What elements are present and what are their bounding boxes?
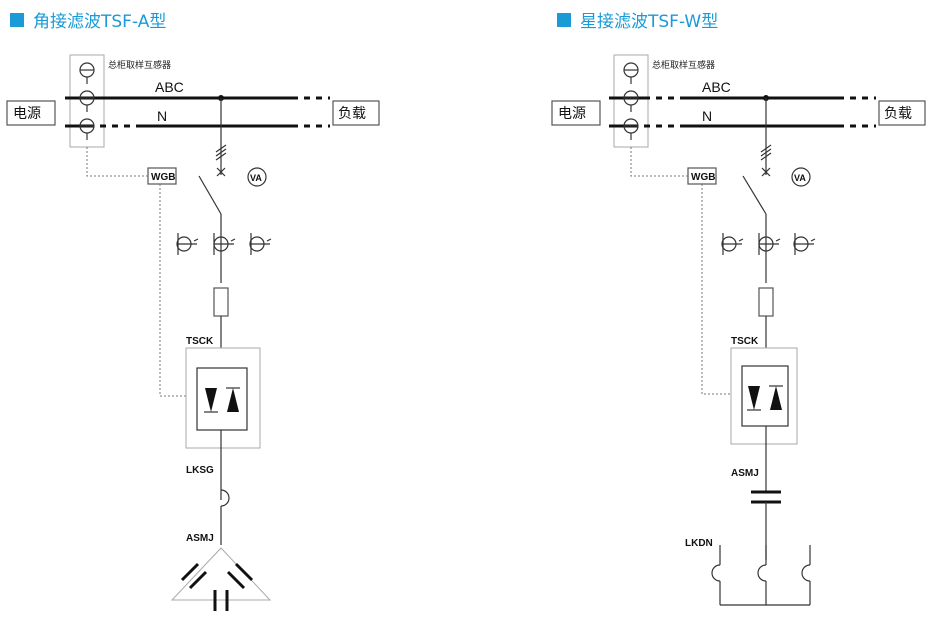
left-bus-n-label: N	[157, 108, 167, 124]
right-load-label: 负载	[884, 106, 912, 122]
right-power-box	[551, 100, 601, 126]
left-title: 角接滤波TSF-A型	[33, 12, 166, 32]
left-thyristor-up	[227, 388, 239, 412]
left-load-box	[332, 100, 380, 126]
right-reactor-label: LKDN	[685, 538, 713, 549]
right-sensor-label: 总柜取样互感器	[652, 59, 715, 71]
left-fuse	[213, 287, 229, 317]
right-title: 星接滤波TSF-W型	[580, 12, 718, 32]
right-diagram: 星接滤波TSF-W型 总柜取样互感器 ABC N 电源 负载 VA	[551, 12, 926, 606]
left-ct-row	[176, 233, 272, 255]
left-va-label: VA	[250, 173, 262, 183]
right-title-square	[557, 13, 571, 27]
left-thyristor-down	[205, 388, 217, 412]
left-capacitor-group	[180, 562, 254, 611]
left-bus-abc-label: ABC	[155, 79, 184, 95]
left-va-meter	[247, 167, 267, 187]
left-sensor-label: 总柜取样互感器	[108, 59, 171, 71]
left-diagram: 角接滤波TSF-A型 总柜取样互感器 ABC N 电源 负载	[6, 12, 380, 611]
left-tsck-box	[185, 347, 261, 449]
left-reactor-coil	[220, 489, 230, 507]
right-power-label: 电源	[558, 106, 586, 122]
right-ct-group	[623, 62, 639, 140]
right-bus-abc-label: ABC	[702, 79, 731, 95]
left-power-label: 电源	[13, 106, 41, 122]
right-fuse	[758, 287, 774, 317]
right-tsck-box	[730, 347, 798, 445]
left-title-square	[10, 13, 24, 27]
right-va-label: VA	[794, 173, 806, 183]
left-thyristor-frame	[196, 367, 248, 431]
left-capacitor-label: ASMJ	[186, 533, 214, 544]
right-wgb-label: WGB	[691, 172, 715, 183]
left-power-box	[6, 100, 56, 126]
right-capacitor-label: ASMJ	[731, 468, 759, 479]
right-wgb-signal-line	[630, 147, 688, 177]
right-tsck-label: TSCK	[731, 336, 759, 347]
right-ct-row	[721, 233, 816, 255]
right-reactor-group	[711, 545, 811, 606]
right-load-box	[878, 100, 926, 126]
left-switch	[198, 175, 222, 215]
right-switch	[742, 175, 767, 215]
left-wgb-label: WGB	[151, 172, 175, 183]
right-thyristor-up	[770, 386, 782, 410]
left-tsck-label: TSCK	[186, 336, 214, 347]
left-control-line	[159, 184, 197, 397]
right-thyristor-down	[748, 386, 760, 410]
left-wgb-signal-line	[86, 147, 148, 177]
right-control-line	[701, 184, 742, 395]
right-thyristor-frame	[741, 365, 789, 427]
left-ct-group	[79, 62, 95, 140]
left-load-label: 负载	[338, 106, 366, 122]
right-bus-n-label: N	[702, 108, 712, 124]
left-reactor-label: LKSG	[186, 465, 214, 476]
right-va-meter	[791, 167, 811, 187]
